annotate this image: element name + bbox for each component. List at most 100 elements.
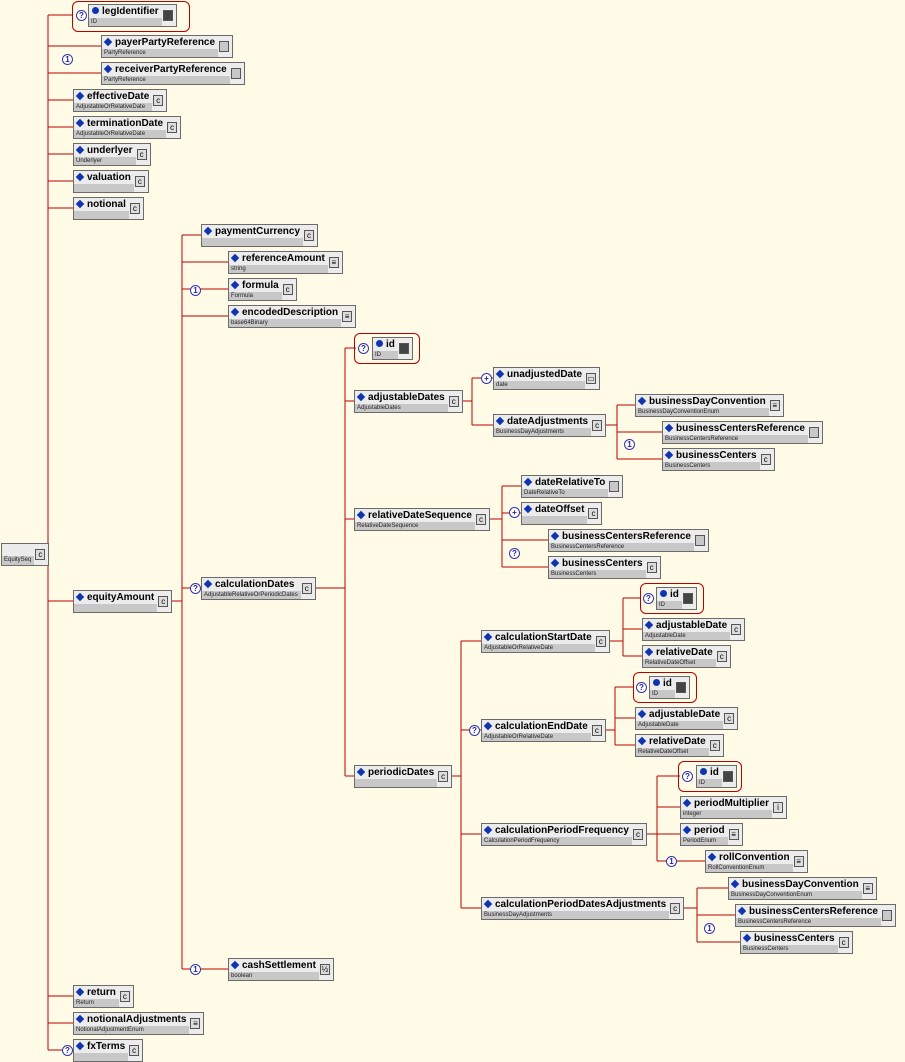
node-name: dateAdjustments	[494, 415, 592, 428]
node-name: businessDayConvention	[636, 395, 769, 408]
choice-compositor-icon[interactable]: 1	[190, 964, 201, 975]
boolean-icon: ½	[319, 964, 330, 975]
choice-compositor-icon[interactable]: 1	[624, 439, 635, 450]
node-name: adjustableDate	[643, 619, 731, 632]
node-type: base64Binary	[231, 320, 268, 326]
id-icon	[722, 771, 733, 782]
optional-compositor-icon[interactable]: ?	[62, 1045, 73, 1056]
sequence-compositor-icon[interactable]: +	[481, 373, 492, 384]
reference-icon	[808, 427, 819, 438]
sequence-compositor-icon[interactable]: +	[509, 507, 520, 518]
complex-type-icon: c	[838, 937, 849, 948]
node-type: PeriodEnum	[683, 838, 717, 844]
optional-compositor-icon[interactable]: ?	[643, 593, 654, 604]
node-icon-slot: c	[590, 720, 605, 741]
node-icon-slot: c	[152, 90, 167, 111]
complex-type-icon: c	[716, 651, 727, 662]
node-name: terminationDate	[74, 117, 167, 130]
choice-compositor-icon[interactable]: 1	[704, 923, 715, 934]
complex-type-icon: c	[591, 725, 602, 736]
root-node-equityseq[interactable]: EquitySeq c	[1, 543, 50, 566]
optional-compositor-icon[interactable]: ?	[190, 583, 201, 594]
reference-icon	[881, 910, 892, 921]
choice-compositor-icon[interactable]: 1	[62, 54, 73, 65]
node-name: valuation	[74, 171, 134, 184]
node-type: BusinessCentersReference	[665, 436, 739, 442]
optional-compositor-icon[interactable]: ?	[358, 343, 369, 354]
node-type: AdjustableRelativeOrPeriodicDates	[204, 592, 298, 598]
optional-compositor-icon[interactable]: ?	[636, 682, 647, 693]
optional-compositor-icon[interactable]: ?	[509, 548, 520, 559]
choice-compositor-icon[interactable]: 1	[190, 285, 201, 296]
optional-compositor-icon[interactable]: ?	[76, 10, 87, 21]
node-name: adjustableDates	[355, 391, 448, 404]
optional-compositor-icon[interactable]: ?	[469, 725, 480, 736]
id-icon	[675, 682, 686, 693]
node-type: Return	[76, 1000, 95, 1006]
optional-compositor-icon[interactable]: ?	[682, 771, 693, 782]
complex-type-icon: c	[129, 203, 140, 214]
node-name: businessCentersReference	[736, 905, 881, 918]
node-icon-slot: c	[135, 144, 150, 165]
enum-icon: ≡	[769, 400, 780, 411]
choice-compositor-icon[interactable]: 1	[666, 856, 677, 867]
